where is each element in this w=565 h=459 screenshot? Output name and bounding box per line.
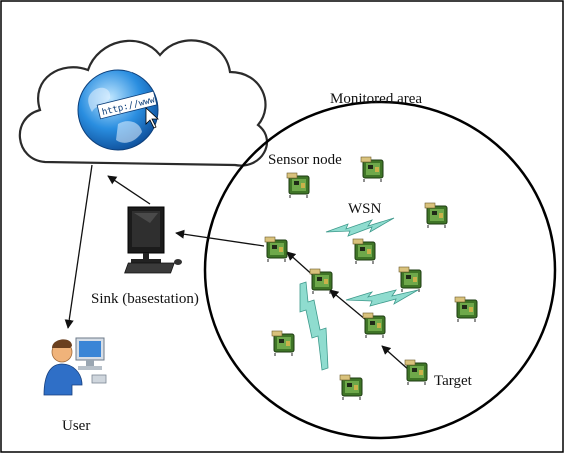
sensor-node-icon bbox=[352, 238, 376, 265]
target-label: Target bbox=[434, 373, 473, 389]
monitored-area-boundary bbox=[203, 100, 557, 440]
arrow-node-to-node bbox=[329, 289, 367, 321]
arrow-node-to-sink bbox=[175, 229, 265, 247]
wsn-label: WSN bbox=[348, 201, 382, 217]
arrow-sink-to-cloud bbox=[107, 175, 151, 205]
globe-icon: http://www bbox=[77, 68, 160, 151]
monitored-area-label: Monitored area bbox=[330, 91, 422, 107]
sensor-node-label: Sensor node bbox=[268, 152, 342, 168]
sensor-node-icon bbox=[286, 172, 310, 199]
sensor-node-icon bbox=[398, 266, 422, 293]
user-at-computer-icon bbox=[43, 337, 107, 396]
sensor-node-icon bbox=[309, 268, 333, 295]
sensor-node-icon bbox=[360, 156, 384, 183]
sensor-node-icon bbox=[424, 202, 448, 229]
lightning-signal-icon bbox=[299, 217, 419, 371]
flow-arrows bbox=[64, 164, 411, 372]
sensor-node-icon bbox=[264, 236, 288, 263]
sensor-node-icon bbox=[271, 330, 295, 357]
sensor-node-icon bbox=[362, 312, 386, 339]
sensor-node-icon bbox=[339, 374, 363, 401]
arrow-user-from-cloud bbox=[64, 164, 93, 329]
computer-icon bbox=[124, 206, 182, 274]
sensor-node-icon bbox=[454, 296, 478, 323]
sink-label: Sink (basestation) bbox=[91, 291, 199, 307]
user-label: User bbox=[62, 418, 90, 434]
sensor-node-icon bbox=[404, 359, 428, 386]
arrow-target-to-node bbox=[381, 345, 411, 372]
